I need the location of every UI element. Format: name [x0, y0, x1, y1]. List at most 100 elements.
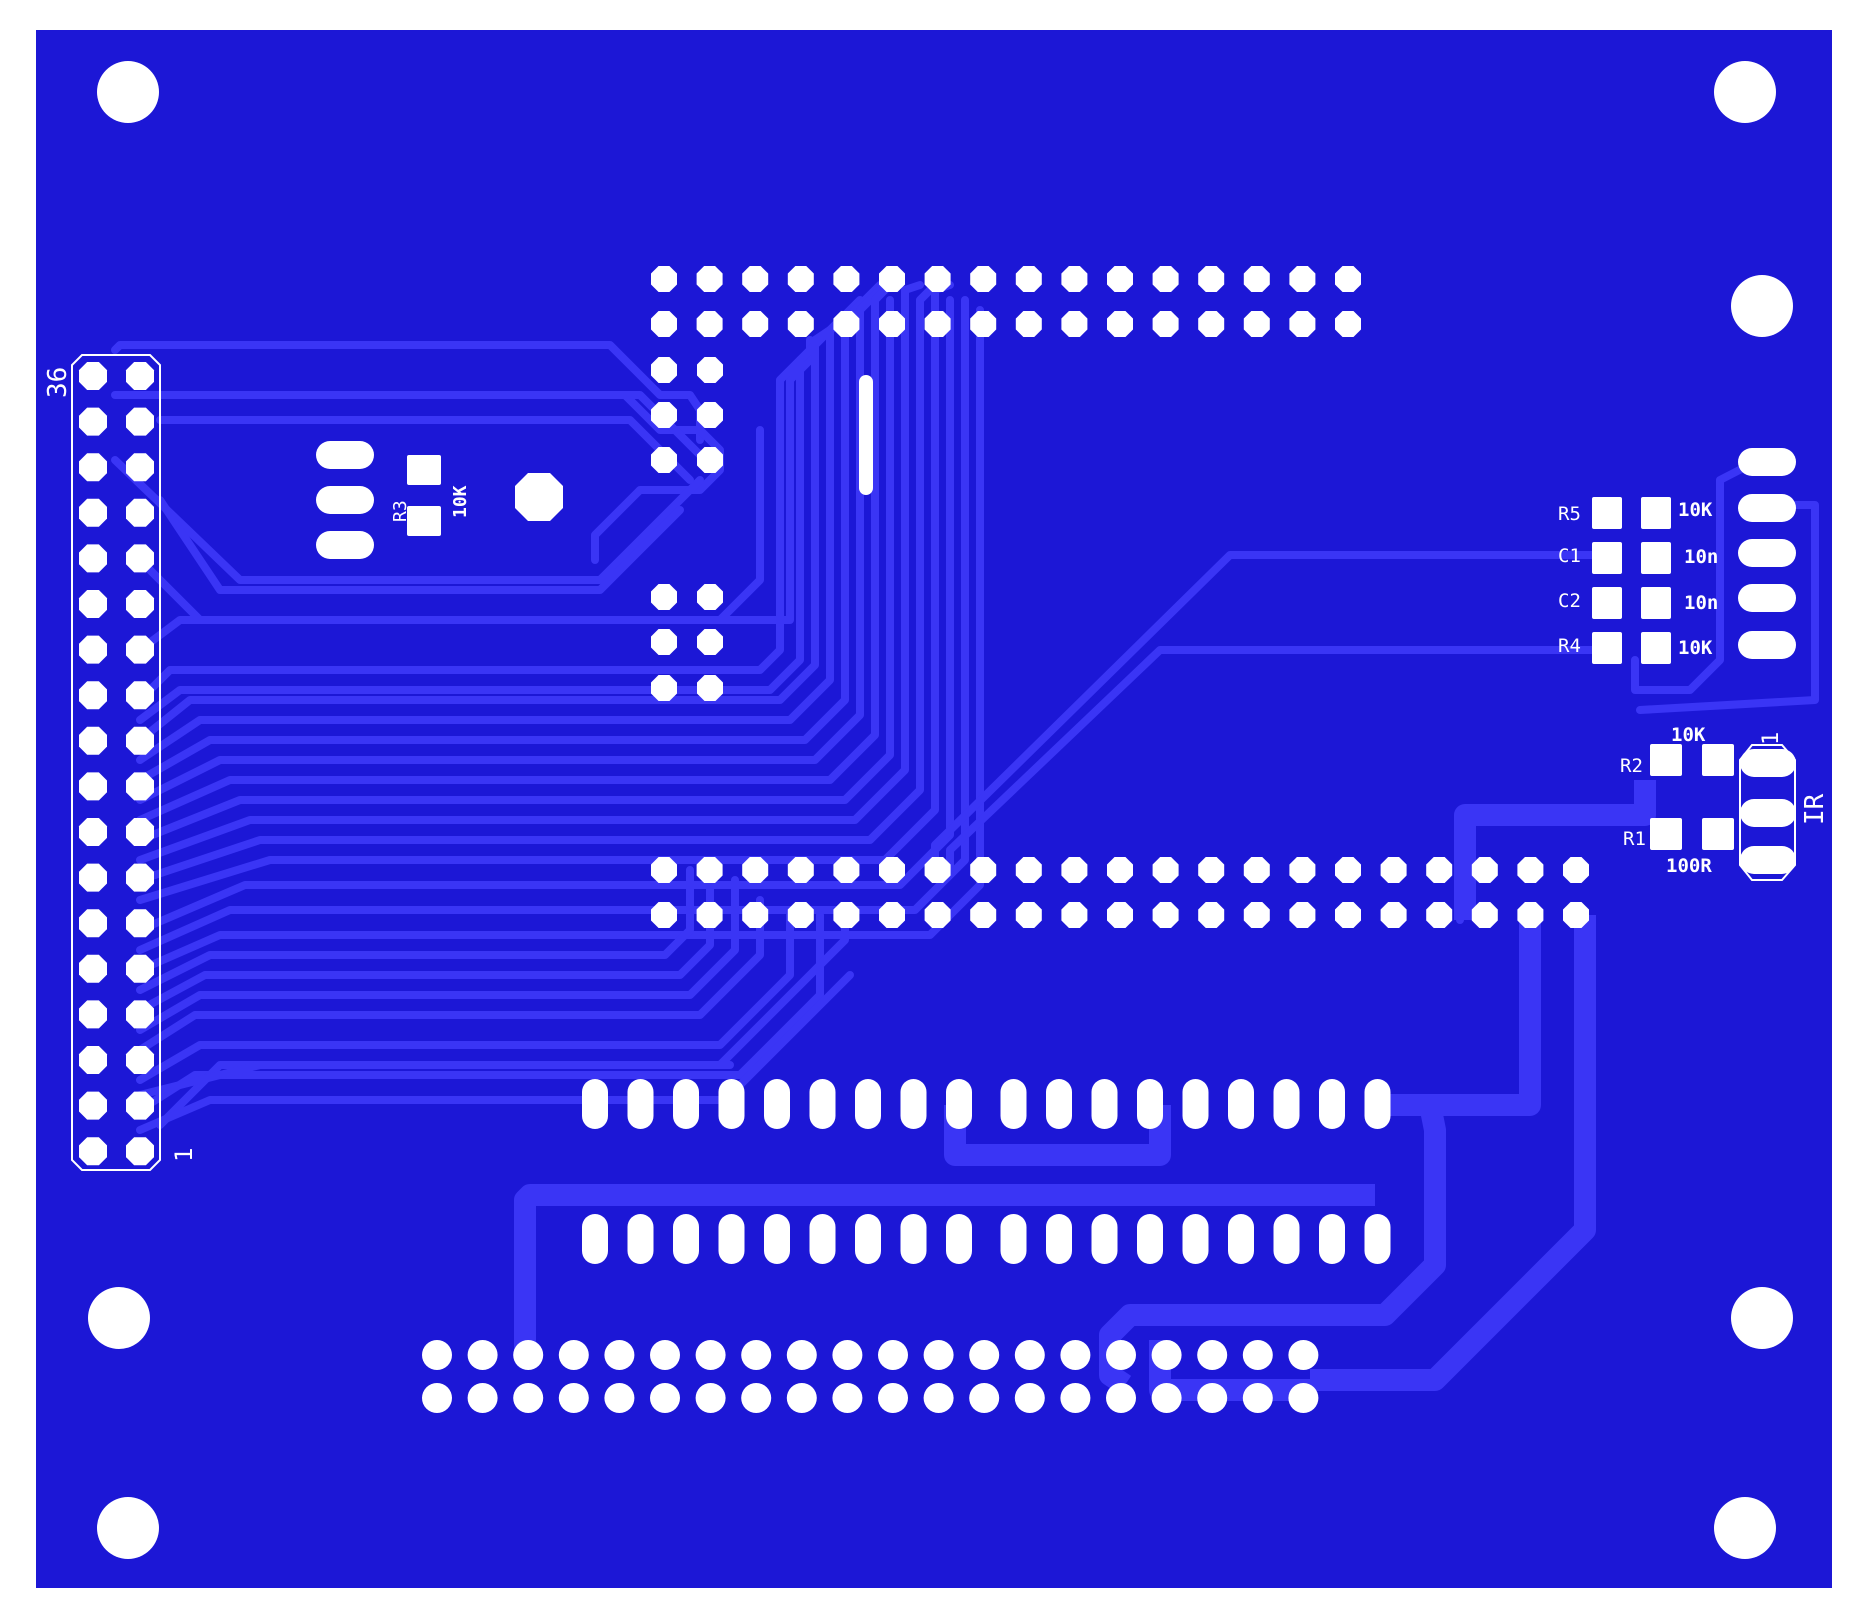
bottom-header-pad: [467, 1340, 498, 1370]
dip-pad: [1273, 1079, 1300, 1129]
header-pad: [79, 453, 107, 482]
connector-pad: [1380, 857, 1407, 883]
dip-pad: [809, 1079, 836, 1129]
ir-pad: [1740, 846, 1796, 874]
connector-pad: [1107, 902, 1133, 928]
bottom-header-pad: [1014, 1383, 1045, 1413]
connector-pad: [879, 902, 905, 928]
via-strip: [859, 375, 873, 495]
oval-pad: [316, 531, 374, 559]
header-pad: [79, 407, 107, 436]
dip-pad: [1364, 1214, 1391, 1264]
connector-pad: [1061, 311, 1088, 337]
connector-pad: [924, 311, 951, 337]
connector-pad: [1243, 857, 1270, 883]
connector-pad: [697, 584, 723, 610]
bottom-header-pad: [832, 1340, 863, 1370]
connector-pad: [1015, 857, 1042, 883]
header-pad: [126, 453, 154, 482]
dip-pad: [946, 1214, 972, 1264]
mounting-hole: [1714, 1497, 1776, 1559]
bottom-header-pad: [1288, 1383, 1319, 1413]
c2-value-label: 10n: [1684, 592, 1718, 614]
connector-pad: [879, 266, 905, 292]
bottom-header-pad: [422, 1383, 452, 1413]
bottom-header-pad: [695, 1383, 726, 1413]
connector-pad: [1426, 902, 1453, 928]
bottom-header-pad: [1197, 1340, 1228, 1370]
silkscreen: 36 1 R3 10K R5 10K C1 10n C2 10n R4 10K …: [43, 367, 1830, 1162]
header-pin-first-label: 1: [170, 1148, 198, 1162]
header-pad: [126, 863, 154, 892]
r1-ref-label: R1: [1623, 828, 1646, 850]
connector-pad: [1198, 857, 1225, 883]
r3-ref-label: R3: [390, 500, 411, 522]
c1-value-label: 10n: [1684, 546, 1718, 568]
r2-pad: [1702, 744, 1734, 776]
ir-pad: [1740, 749, 1796, 777]
bottom-header-pad: [1242, 1383, 1273, 1413]
connector-pad: [696, 266, 723, 292]
connector-pad: [651, 311, 677, 337]
connector-pad: [833, 857, 860, 883]
dip-pad: [1046, 1214, 1072, 1264]
connector-pad: [1517, 857, 1544, 883]
header-pad: [126, 681, 154, 710]
connector-pad: [879, 311, 905, 337]
bottom-header-pad: [1060, 1340, 1091, 1370]
oval-pad: [1738, 631, 1796, 659]
bottom-header-pad: [558, 1383, 589, 1413]
header-pad: [126, 1046, 154, 1074]
dip-pad: [1319, 1214, 1345, 1264]
dip-pad: [582, 1079, 608, 1129]
header-pad: [126, 1091, 154, 1120]
header-pin-last-label: 36: [43, 367, 73, 398]
dip-pad: [1319, 1079, 1345, 1129]
r3-pad: [407, 455, 441, 485]
bottom-header-pad: [422, 1340, 452, 1370]
connector-pad: [697, 629, 723, 655]
bottom-header-pad: [1151, 1340, 1182, 1370]
connector-pad: [1335, 311, 1361, 337]
r5-ref-label: R5: [1558, 503, 1581, 525]
connector-pad: [697, 357, 723, 383]
bottom-header-pad: [1106, 1383, 1136, 1413]
bottom-header-pad: [558, 1340, 589, 1370]
header-outline: [71, 354, 161, 1171]
bottom-header-pad: [786, 1340, 817, 1370]
dip-pad: [1137, 1214, 1163, 1264]
connector-pad: [1198, 311, 1225, 337]
header-pad: [79, 635, 107, 664]
header-pad: [126, 498, 154, 527]
connector-pad: [787, 266, 814, 292]
connector-pad: [1152, 266, 1179, 292]
c1-ref-label: C1: [1558, 545, 1581, 567]
connector-pad: [1198, 902, 1225, 928]
dip-pad: [673, 1079, 699, 1129]
connector-pad: [697, 447, 723, 473]
header-pad: [126, 362, 154, 390]
connector-pad: [651, 266, 677, 292]
dip-pad: [809, 1214, 836, 1264]
dip-pad: [1182, 1214, 1209, 1264]
header-pad: [79, 772, 107, 801]
oval-pad: [316, 441, 374, 469]
connector-pad: [1107, 857, 1133, 883]
connector-pad: [1335, 266, 1361, 292]
bottom-header-pad: [923, 1383, 954, 1413]
r3-value-label: 10K: [450, 485, 471, 518]
mounting-hole: [97, 61, 159, 123]
connector-pad: [833, 902, 860, 928]
dip-pad: [900, 1214, 927, 1264]
dip-pad: [582, 1214, 608, 1264]
dip-pad: [900, 1079, 927, 1129]
ir-outline: [1739, 744, 1796, 881]
connector-pad: [1289, 311, 1316, 337]
smd-pad: [1641, 632, 1671, 664]
header-pad: [79, 909, 107, 938]
header-pad: [79, 362, 107, 390]
bottom-header-pad: [923, 1340, 954, 1370]
connector-pad: [1152, 311, 1179, 337]
bottom-header-pad: [695, 1340, 726, 1370]
connector-pad: [879, 857, 905, 883]
